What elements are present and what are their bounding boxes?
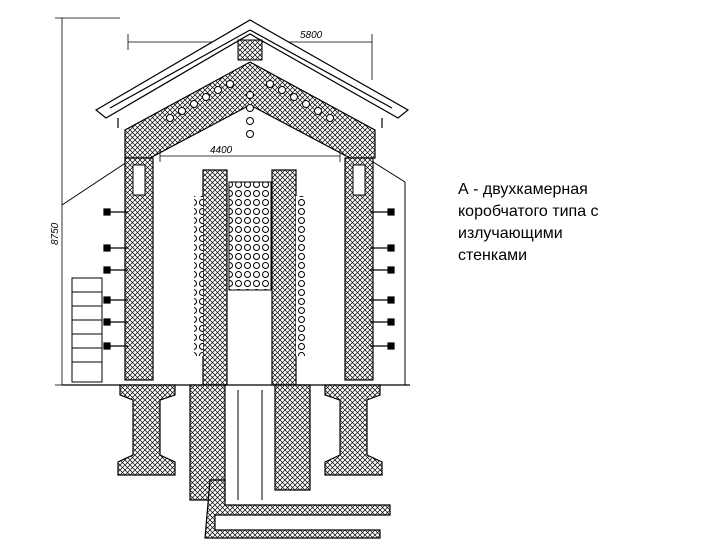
left-wall-window (132, 164, 146, 196)
caption-line: А - двухкамерная (458, 181, 588, 198)
left-burner-column (103, 208, 128, 350)
right-wall-tubes (296, 196, 305, 356)
left-radiant-wall (202, 169, 228, 386)
flue-channel (204, 479, 391, 539)
right-wall-window (352, 164, 366, 196)
caption-line: стенками (458, 247, 528, 264)
access-stairs (71, 277, 103, 383)
outer-width-dimension-label: 5800 (300, 30, 323, 41)
caption-line: излучающими (458, 225, 563, 242)
furnace-cross-section-diagram: 8750 5800 4400 (50, 17, 410, 539)
diagram-caption: А - двухкамерная коробчатого типа с излу… (458, 179, 658, 267)
roof-ridge-block (237, 39, 263, 61)
right-burner-column (370, 208, 395, 350)
convection-tube-bank (228, 181, 272, 291)
side-canopies (61, 159, 406, 385)
right-radiant-wall (271, 169, 297, 386)
left-foundation (117, 384, 226, 501)
caption-line: коробчатого типа с (458, 203, 599, 220)
inner-width-dimension-label: 4400 (210, 145, 233, 156)
left-wall-tubes (194, 196, 203, 356)
height-dimension (55, 17, 120, 386)
inner-width-dimension (159, 150, 341, 162)
right-foundation (274, 384, 383, 491)
height-dimension-label: 8750 (50, 222, 61, 245)
ceiling-tube-row (166, 80, 334, 138)
roof (94, 19, 410, 128)
